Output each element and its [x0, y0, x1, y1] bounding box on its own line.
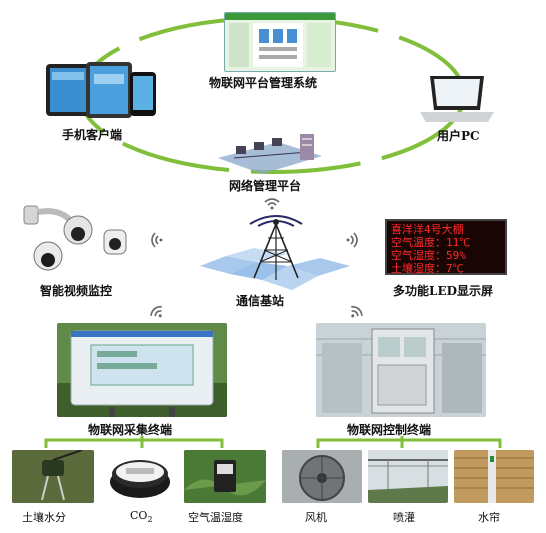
led-line-air-humidity: 空气湿度：59% [391, 249, 466, 262]
base-station-label: 通信基站 [236, 294, 285, 308]
camera-image [20, 200, 130, 278]
co2-label: CO2 [130, 509, 153, 524]
controller-terminal-label: 物联网控制终端 [347, 423, 432, 437]
mobile-devices-image [46, 62, 156, 118]
led-line-air-temp: 空气温度：11℃ [391, 236, 471, 249]
sprinkler-label: 喷灌 [393, 511, 415, 524]
laptop-image [418, 74, 496, 124]
platform-label: 物联网平台管理系统 [209, 76, 318, 90]
water-curtain-label: 水帘 [478, 511, 500, 524]
fan-image [282, 450, 362, 503]
co2-sensor-image [100, 450, 182, 503]
co2-main-text: CO [130, 509, 148, 522]
air-sensor-image [184, 450, 266, 503]
co2-subscript: 2 [147, 515, 153, 525]
wifi-icon [346, 232, 358, 248]
video-monitor-label: 智能视频监控 [40, 284, 113, 298]
water-curtain-image [454, 450, 534, 503]
wifi-icon [351, 305, 363, 318]
user-pc-label: 用户PC [437, 129, 480, 143]
collector-terminal-image [57, 323, 227, 417]
sprinkler-image [368, 450, 448, 503]
network-platform-image [210, 128, 330, 178]
network-platform-label: 网络管理平台 [229, 179, 302, 193]
led-display-panel: 喜洋洋4号大棚 空气温度：11℃ 空气湿度：59% 土壤湿度：7℃ [385, 219, 507, 275]
led-line-soil: 土壤湿度：7℃ [391, 262, 464, 275]
platform-screen-image [224, 12, 336, 72]
soil-moisture-label: 土壤水分 [22, 511, 66, 524]
base-station-image [196, 204, 356, 290]
wifi-icon [264, 198, 280, 210]
soil-sensor-image [12, 450, 94, 503]
controller-terminal-image [316, 323, 486, 417]
wifi-icon [151, 232, 163, 248]
wifi-icon [150, 305, 162, 318]
air-temp-humidity-label: 空气温湿度 [188, 511, 243, 524]
fan-label: 风机 [305, 511, 327, 524]
mobile-client-label: 手机客户端 [62, 128, 123, 142]
collector-terminal-label: 物联网采集终端 [88, 423, 173, 437]
led-display-label: 多功能LED显示屏 [393, 284, 493, 298]
led-line-title: 喜洋洋4号大棚 [391, 223, 464, 236]
